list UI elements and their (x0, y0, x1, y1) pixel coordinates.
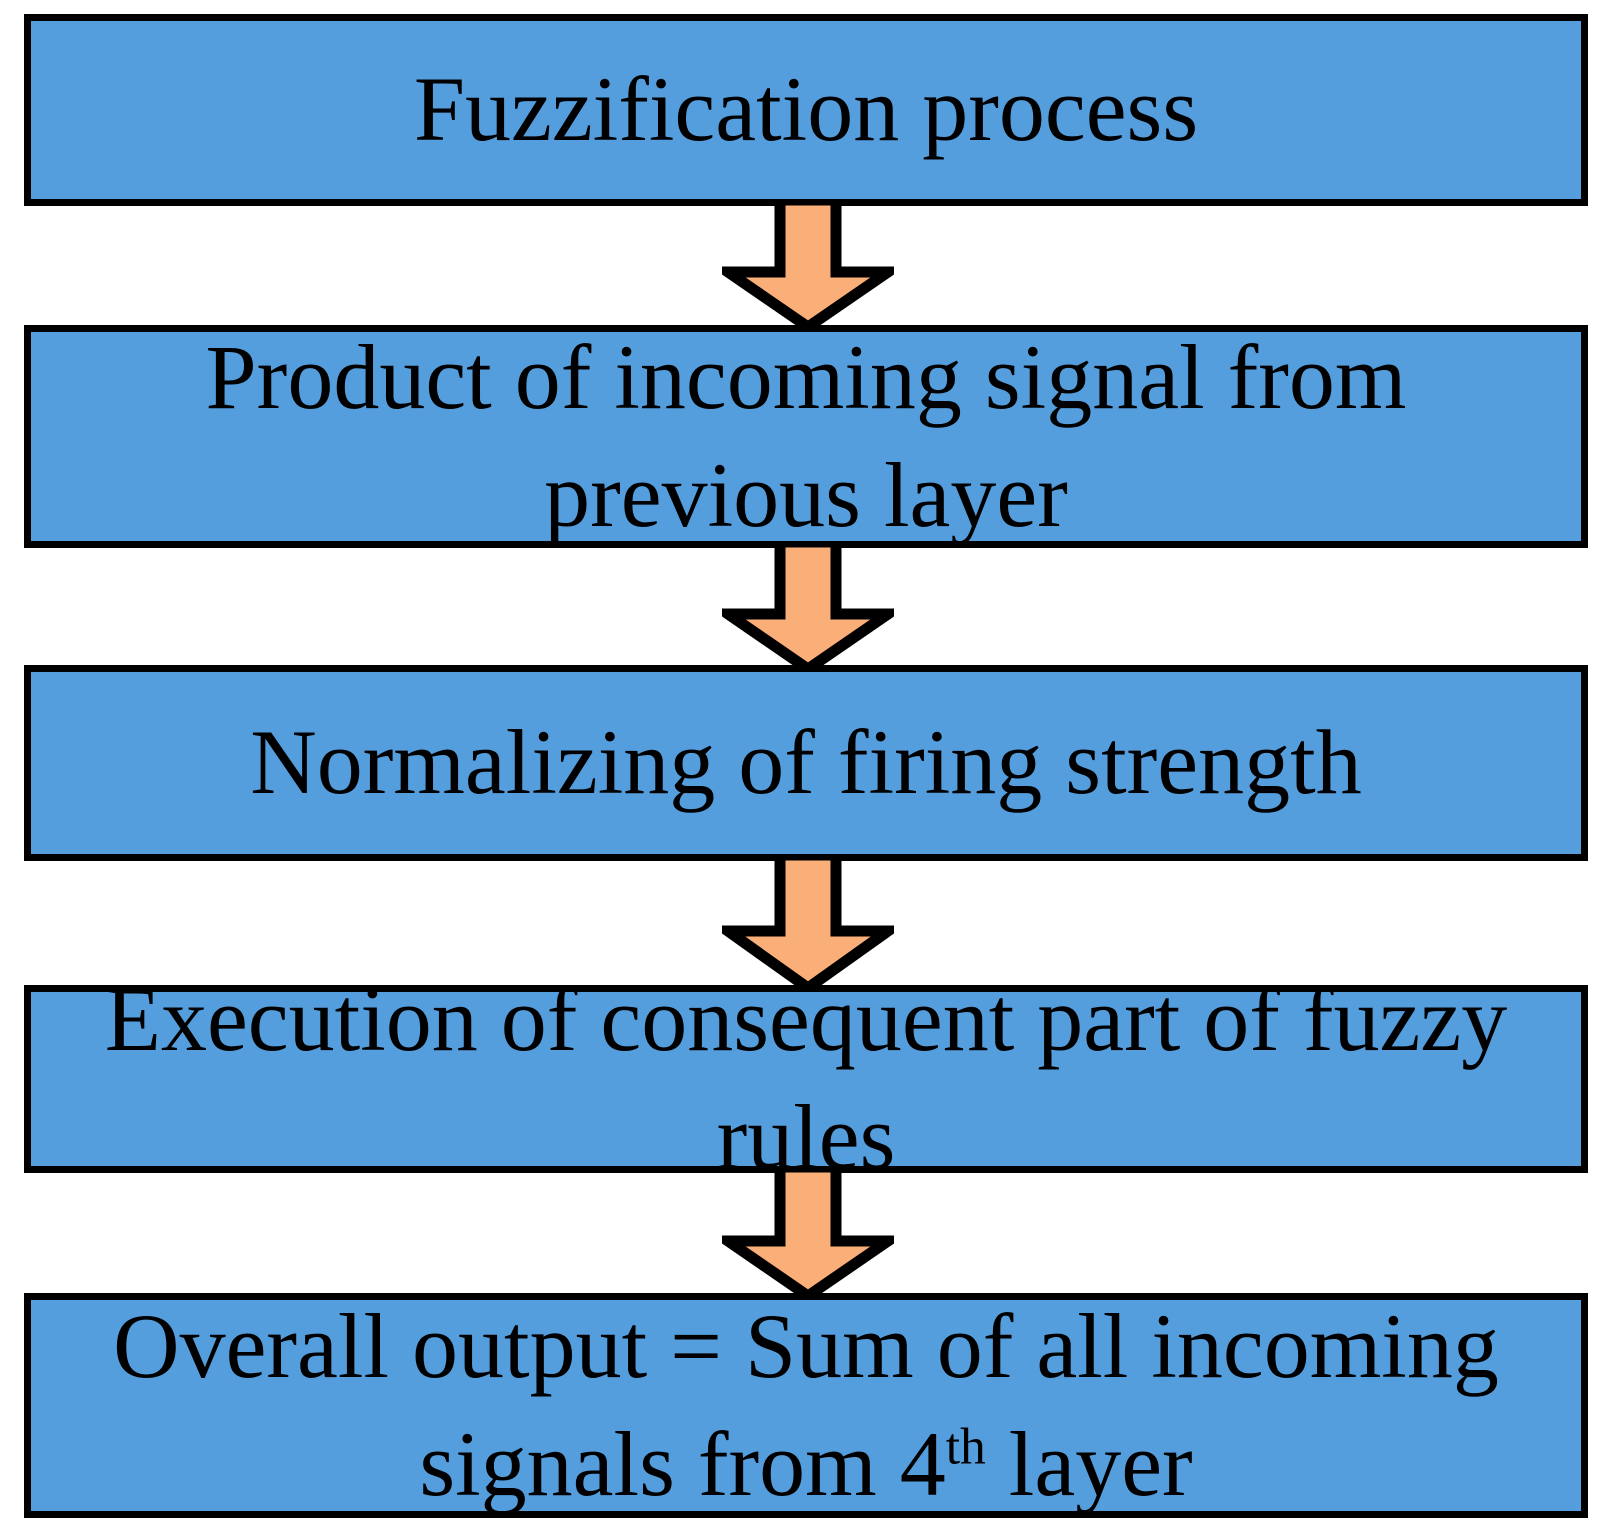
flow-node-execution-consequent-part[interactable]: Execution of consequent part of fuzzy ru… (24, 968, 1588, 1188)
flow-node-label: Fuzzification process (413, 58, 1199, 161)
flow-node-label: Product of incoming signal from previous… (205, 325, 1407, 546)
flow-node-label: Execution of consequent part of fuzzy ru… (104, 968, 1508, 1188)
arrow-product-to-normalizing (722, 542, 894, 672)
flow-node-label: Normalizing of firing strength (250, 711, 1362, 814)
flow-node-product-incoming-signal[interactable]: Product of incoming signal from previous… (24, 325, 1588, 548)
flow-node-overall-output[interactable]: Overall output = Sum of all incoming sig… (24, 1293, 1588, 1518)
arrow-execution-to-overall (722, 1167, 894, 1299)
flow-node-label: Overall output = Sum of all incoming sig… (113, 1294, 1499, 1515)
flow-node-fuzzification[interactable]: Fuzzification process (24, 14, 1588, 206)
arrow-normalizing-to-execution (722, 855, 894, 991)
ordinal-superscript: th (945, 1417, 986, 1475)
arrow-fuzzification-to-product (722, 200, 894, 330)
flow-node-normalizing-firing-strength[interactable]: Normalizing of firing strength (24, 665, 1588, 861)
